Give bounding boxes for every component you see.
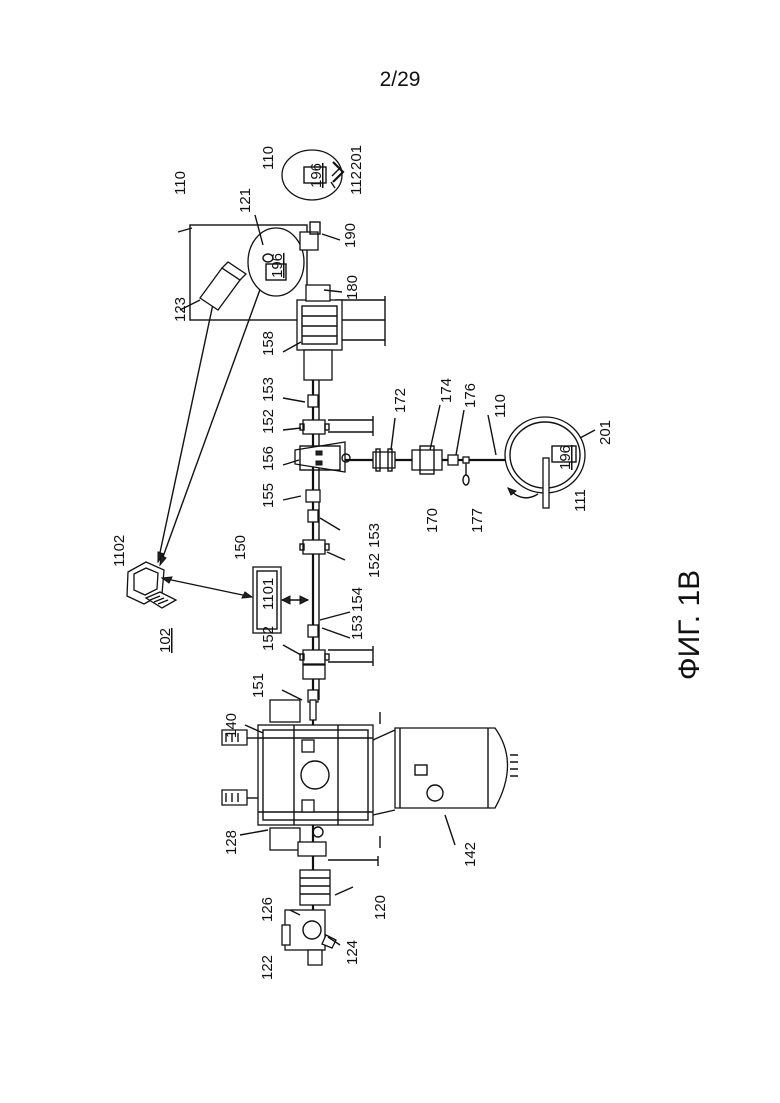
label-156: 156: [260, 446, 277, 471]
pump-158-180: [297, 222, 342, 380]
label-153-up: 153: [260, 377, 277, 402]
label-170: 170: [424, 508, 441, 533]
enclosure-110: [190, 225, 307, 320]
tank-142: [373, 712, 518, 848]
label-201-right: 201: [597, 420, 614, 445]
label-124: 124: [344, 940, 361, 965]
computer-1102: [127, 562, 176, 608]
reactor-140: [222, 700, 373, 850]
label-123: 123: [172, 297, 189, 322]
label-112: 112: [348, 171, 365, 195]
label-174: 174: [438, 378, 455, 403]
label-128: 128: [223, 830, 240, 855]
label-153-low: 153: [349, 615, 366, 640]
label-155: 155: [260, 483, 277, 508]
label-152-mid: 152: [366, 553, 383, 578]
label-158: 158: [260, 331, 277, 356]
label-172: 172: [392, 388, 409, 413]
label-122: 122: [259, 955, 276, 980]
label-150: 150: [232, 535, 249, 560]
label-201-top: 201: [348, 145, 365, 170]
label-151: 151: [250, 673, 267, 698]
label-177: 177: [469, 508, 486, 533]
label-110-right: 110: [492, 394, 509, 418]
label-196-right: 196: [557, 445, 574, 470]
label-196-top: 196: [308, 163, 325, 188]
label-111: 111: [572, 489, 589, 512]
label-190: 190: [342, 223, 359, 248]
label-102: 102: [157, 628, 174, 653]
valve-156: [295, 442, 350, 472]
label-154: 154: [349, 587, 366, 612]
label-140: 140: [223, 713, 240, 738]
label-110-top: 110: [260, 146, 277, 170]
label-153-mid: 153: [366, 523, 383, 548]
label-196-box: 196: [269, 253, 286, 278]
label-126: 126: [259, 897, 276, 922]
label-120: 120: [372, 895, 389, 920]
label-1101: 1101: [260, 578, 277, 610]
label-1102: 1102: [111, 535, 128, 567]
label-121: 121: [237, 188, 254, 213]
branch-170: [335, 446, 505, 485]
label-110-box: 110: [172, 171, 189, 195]
label-152-up: 152: [260, 409, 277, 434]
label-176: 176: [462, 383, 479, 408]
label-142: 142: [462, 842, 479, 867]
label-152-low: 152: [260, 626, 277, 651]
label-180: 180: [344, 275, 361, 300]
